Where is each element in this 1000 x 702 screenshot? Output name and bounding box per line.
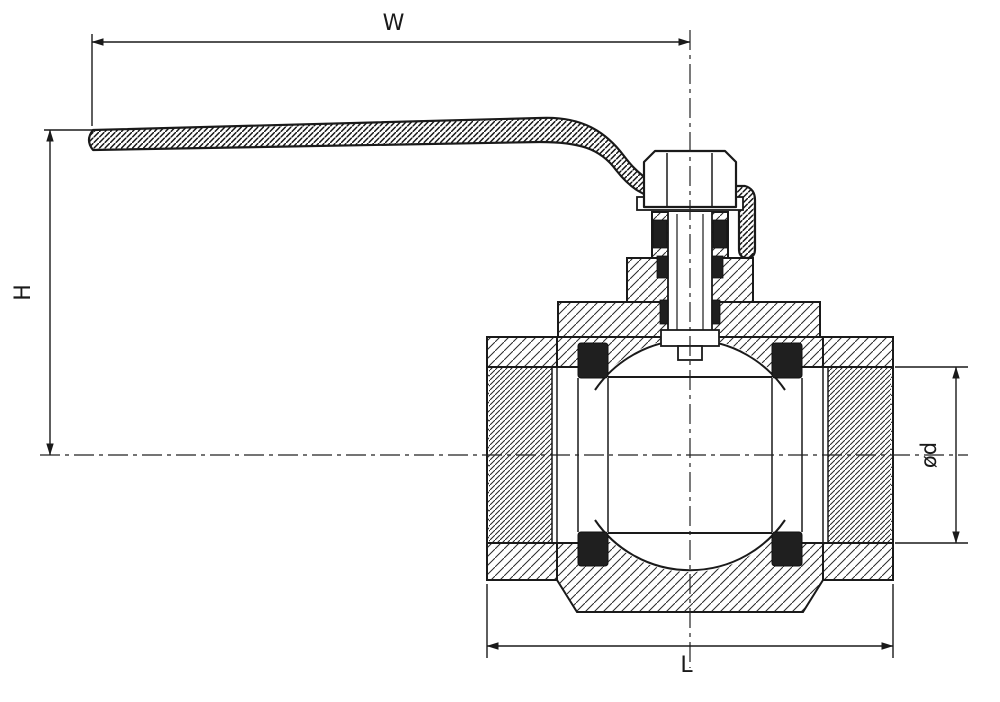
dimension-l-label: L — [680, 653, 693, 678]
ball-seats — [577, 342, 803, 567]
centerlines — [40, 30, 968, 668]
seat-top-left — [577, 342, 609, 379]
dimension-w-label: W — [383, 11, 406, 36]
ball-bottom-arc — [594, 519, 786, 572]
seat-top-right — [771, 342, 803, 379]
dimension-d-label: ød — [917, 442, 941, 468]
dimension-h-label: H — [11, 283, 36, 301]
seat-bottom-right — [771, 531, 803, 567]
stem-packing — [652, 219, 728, 325]
dimension-l — [486, 584, 894, 658]
handle-bar — [87, 116, 757, 260]
dimension-w — [91, 34, 691, 126]
stem-nut-flats — [666, 153, 713, 207]
seat-bottom-left — [577, 531, 609, 567]
dimension-h — [44, 129, 95, 456]
dimension-d — [895, 366, 968, 544]
